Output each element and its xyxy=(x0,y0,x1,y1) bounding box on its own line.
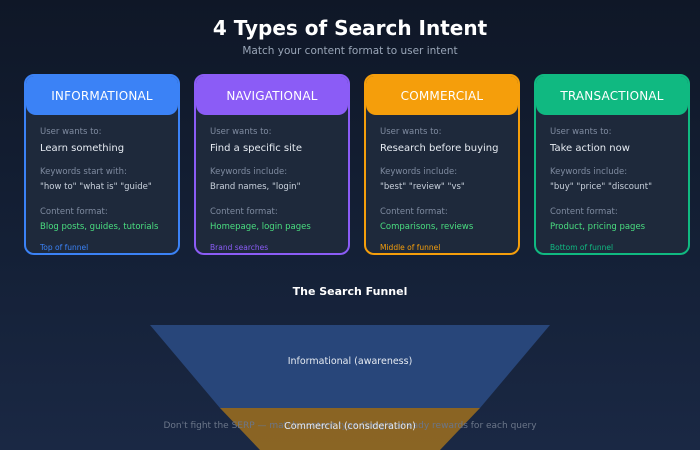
keywords-label: Keywords include: xyxy=(380,167,458,177)
card-informational: INFORMATIONAL User wants to: Learn somethi… xyxy=(24,74,180,255)
card-commercial: COMMERCIAL User wants to: Research before … xyxy=(364,74,520,255)
wants-value: Research before buying xyxy=(380,143,499,154)
format-value: Product, pricing pages xyxy=(550,222,646,232)
format-label: Content format: xyxy=(40,207,108,217)
card-header: NAVIGATIONAL xyxy=(196,76,348,115)
page-title: 4 Types of Search Intent xyxy=(212,16,488,40)
format-value: Blog posts, guides, tutorials xyxy=(40,222,159,232)
wants-value: Take action now xyxy=(550,143,630,154)
wants-label: User wants to: xyxy=(40,127,102,137)
keywords-label: Keywords start with: xyxy=(40,167,127,177)
format-label: Content format: xyxy=(210,207,278,217)
funnel-tag: Bottom of funnel xyxy=(550,243,614,252)
format-label: Content format: xyxy=(550,207,618,217)
funnel-stage-label-informational: Informational (awareness) xyxy=(287,356,413,367)
funnel-tag: Brand searches xyxy=(210,243,269,252)
format-value: Comparisons, reviews xyxy=(380,222,474,232)
card-header: TRANSACTIONAL xyxy=(536,76,688,115)
keywords-value: Brand names, "login" xyxy=(210,182,301,192)
card-navigational: NAVIGATIONAL User wants to: Find a specifi… xyxy=(194,74,350,255)
funnel-tag: Top of funnel xyxy=(40,243,89,252)
wants-value: Find a specific site xyxy=(210,143,302,154)
funnel-stage-commercial xyxy=(220,408,480,450)
page-subtitle: Match your content format to user intent xyxy=(242,45,458,57)
format-label: Content format: xyxy=(380,207,448,217)
keywords-value: "how to" "what is" "guide" xyxy=(40,182,152,192)
wants-value: Learn something xyxy=(40,143,125,154)
wants-label: User wants to: xyxy=(210,127,272,137)
funnel-tag: Middle of funnel xyxy=(380,243,441,252)
wants-label: User wants to: xyxy=(380,127,442,137)
format-value: Homepage, login pages xyxy=(210,222,311,232)
keywords-value: "buy" "price" "discount" xyxy=(550,182,652,192)
card-transactional: TRANSACTIONAL User wants to: Take action n… xyxy=(534,74,690,255)
card-header: COMMERCIAL xyxy=(366,76,518,115)
card-header: INFORMATIONAL xyxy=(26,76,178,115)
keywords-label: Keywords include: xyxy=(210,167,288,177)
funnel-stage-label-commercial: Commercial (consideration) xyxy=(284,421,416,432)
funnel-title: The Search Funnel xyxy=(292,285,408,298)
funnel-stage-informational xyxy=(150,325,550,408)
keywords-label: Keywords include: xyxy=(550,167,628,177)
wants-label: User wants to: xyxy=(550,127,612,137)
keywords-value: "best" "review" "vs" xyxy=(380,182,465,192)
footer-note: Don't fight the SERP — match content typ… xyxy=(163,421,537,431)
